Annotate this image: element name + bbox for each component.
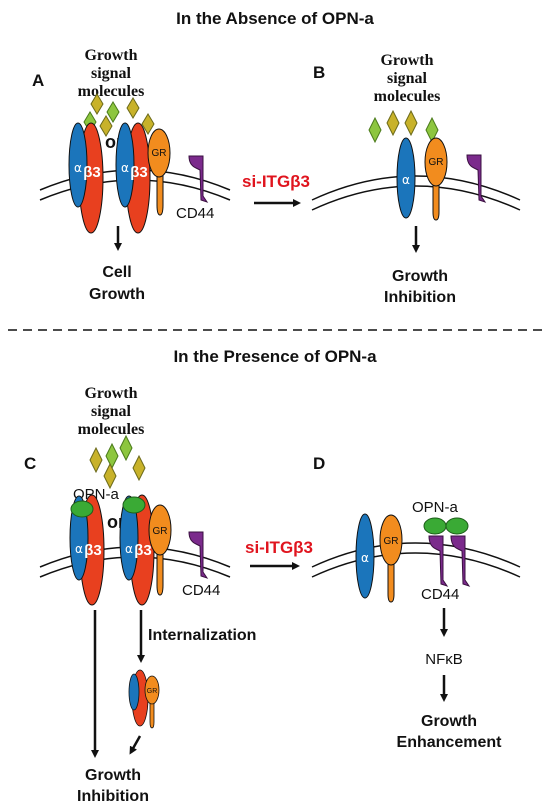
cd44-label-c: CD44 (182, 582, 220, 599)
growth-signal-molecules-c (89, 434, 146, 490)
svg-text:β3: β3 (134, 542, 152, 559)
svg-text:Growth: Growth (380, 52, 433, 69)
outcome-c: Growth Inhibition (77, 767, 149, 805)
svg-text:Growth: Growth (421, 713, 477, 730)
svg-text:α: α (402, 173, 410, 187)
integrin-alpha-d: α (355, 513, 375, 599)
svg-text:Inhibition: Inhibition (77, 788, 149, 805)
panel-label-d: D (313, 454, 325, 473)
outcome-b: Growth Inhibition (384, 268, 456, 306)
nfkb-label: NFκB (425, 651, 463, 668)
svg-text:α: α (121, 161, 129, 175)
integrin-alpha-b: α (396, 137, 416, 219)
svg-text:Growth: Growth (85, 767, 141, 784)
svg-text:α: α (361, 551, 369, 565)
svg-text:Enhancement: Enhancement (397, 734, 503, 751)
growth-signal-molecules-b (368, 109, 439, 144)
svg-text:Growth: Growth (392, 268, 448, 285)
svg-text:signal: signal (387, 70, 428, 87)
svg-text:signal: signal (91, 403, 132, 420)
gr-receptor-d: GR (379, 514, 403, 603)
growth-signal-molecules-a (83, 93, 120, 137)
svg-text:GR: GR (384, 536, 399, 547)
cd44-receptors-d (428, 535, 471, 587)
svg-text:molecules: molecules (374, 88, 441, 105)
outcome-d: Growth Enhancement (397, 713, 503, 751)
svg-text:GR: GR (152, 148, 167, 159)
svg-text:Inhibition: Inhibition (384, 289, 456, 306)
internalized-complex: GR (128, 669, 160, 729)
svg-text:Growth: Growth (84, 47, 137, 64)
svg-text:molecules: molecules (78, 83, 145, 100)
opn-a-molecules-d (423, 517, 469, 535)
cell-membrane-b (311, 175, 521, 211)
gr-receptor-b: GR (424, 137, 448, 221)
si-itgb3-label-2: si-ITGβ3 (245, 538, 313, 557)
gr-receptor-c: GR (148, 504, 172, 596)
cell-membrane-d (311, 542, 521, 578)
gr-receptor-a: GR (147, 128, 171, 216)
cd44-label-a: CD44 (176, 205, 214, 222)
cd44-receptor-b (466, 154, 487, 203)
growth-signal-label-a: Growth signal molecules (78, 47, 145, 100)
svg-text:α: α (75, 542, 83, 556)
growth-signal-label-b: Growth signal molecules (374, 52, 441, 105)
growth-signal-label-c: Growth signal molecules (78, 385, 145, 438)
cd44-receptor-a (188, 155, 209, 203)
panel-label-c: C (24, 454, 36, 473)
si-itgb3-label-1: si-ITGβ3 (242, 172, 310, 191)
svg-text:GR: GR (153, 526, 168, 537)
svg-text:β3: β3 (84, 542, 102, 559)
opn-a-label-d: OPN-a (412, 499, 459, 516)
outcome-a: Cell Growth (89, 264, 145, 303)
svg-text:β3: β3 (130, 164, 148, 181)
opn-a-label-c: OPN-a (73, 486, 120, 503)
internalization-label: Internalization (148, 627, 256, 644)
svg-text:GR: GR (147, 688, 158, 695)
arrow-diagonal-c (129, 735, 142, 755)
cd44-label-d: CD44 (421, 586, 459, 603)
opn-a-molecules-c (70, 496, 146, 518)
svg-text:GR: GR (429, 157, 444, 168)
integrin-alpha-beta3-c2: α β3 (119, 494, 155, 606)
integrin-alpha-beta3-a2: α β3 (115, 122, 151, 234)
header-presence: In the Presence of OPN-a (173, 347, 377, 366)
integrin-alpha-beta3-a1: α β3 (68, 122, 104, 234)
header-absence: In the Absence of OPN-a (176, 9, 374, 28)
ligands-on-integrins-a (126, 97, 155, 135)
svg-text:molecules: molecules (78, 421, 145, 438)
svg-text:signal: signal (91, 65, 132, 82)
svg-text:Cell: Cell (102, 264, 131, 281)
panel-label-a: A (32, 71, 44, 90)
svg-text:β3: β3 (83, 164, 101, 181)
svg-text:α: α (125, 542, 133, 556)
svg-text:α: α (74, 161, 82, 175)
panel-label-b: B (313, 63, 325, 82)
cd44-receptor-c (188, 531, 209, 579)
svg-text:Growth: Growth (84, 385, 137, 402)
svg-text:Growth: Growth (89, 286, 145, 303)
